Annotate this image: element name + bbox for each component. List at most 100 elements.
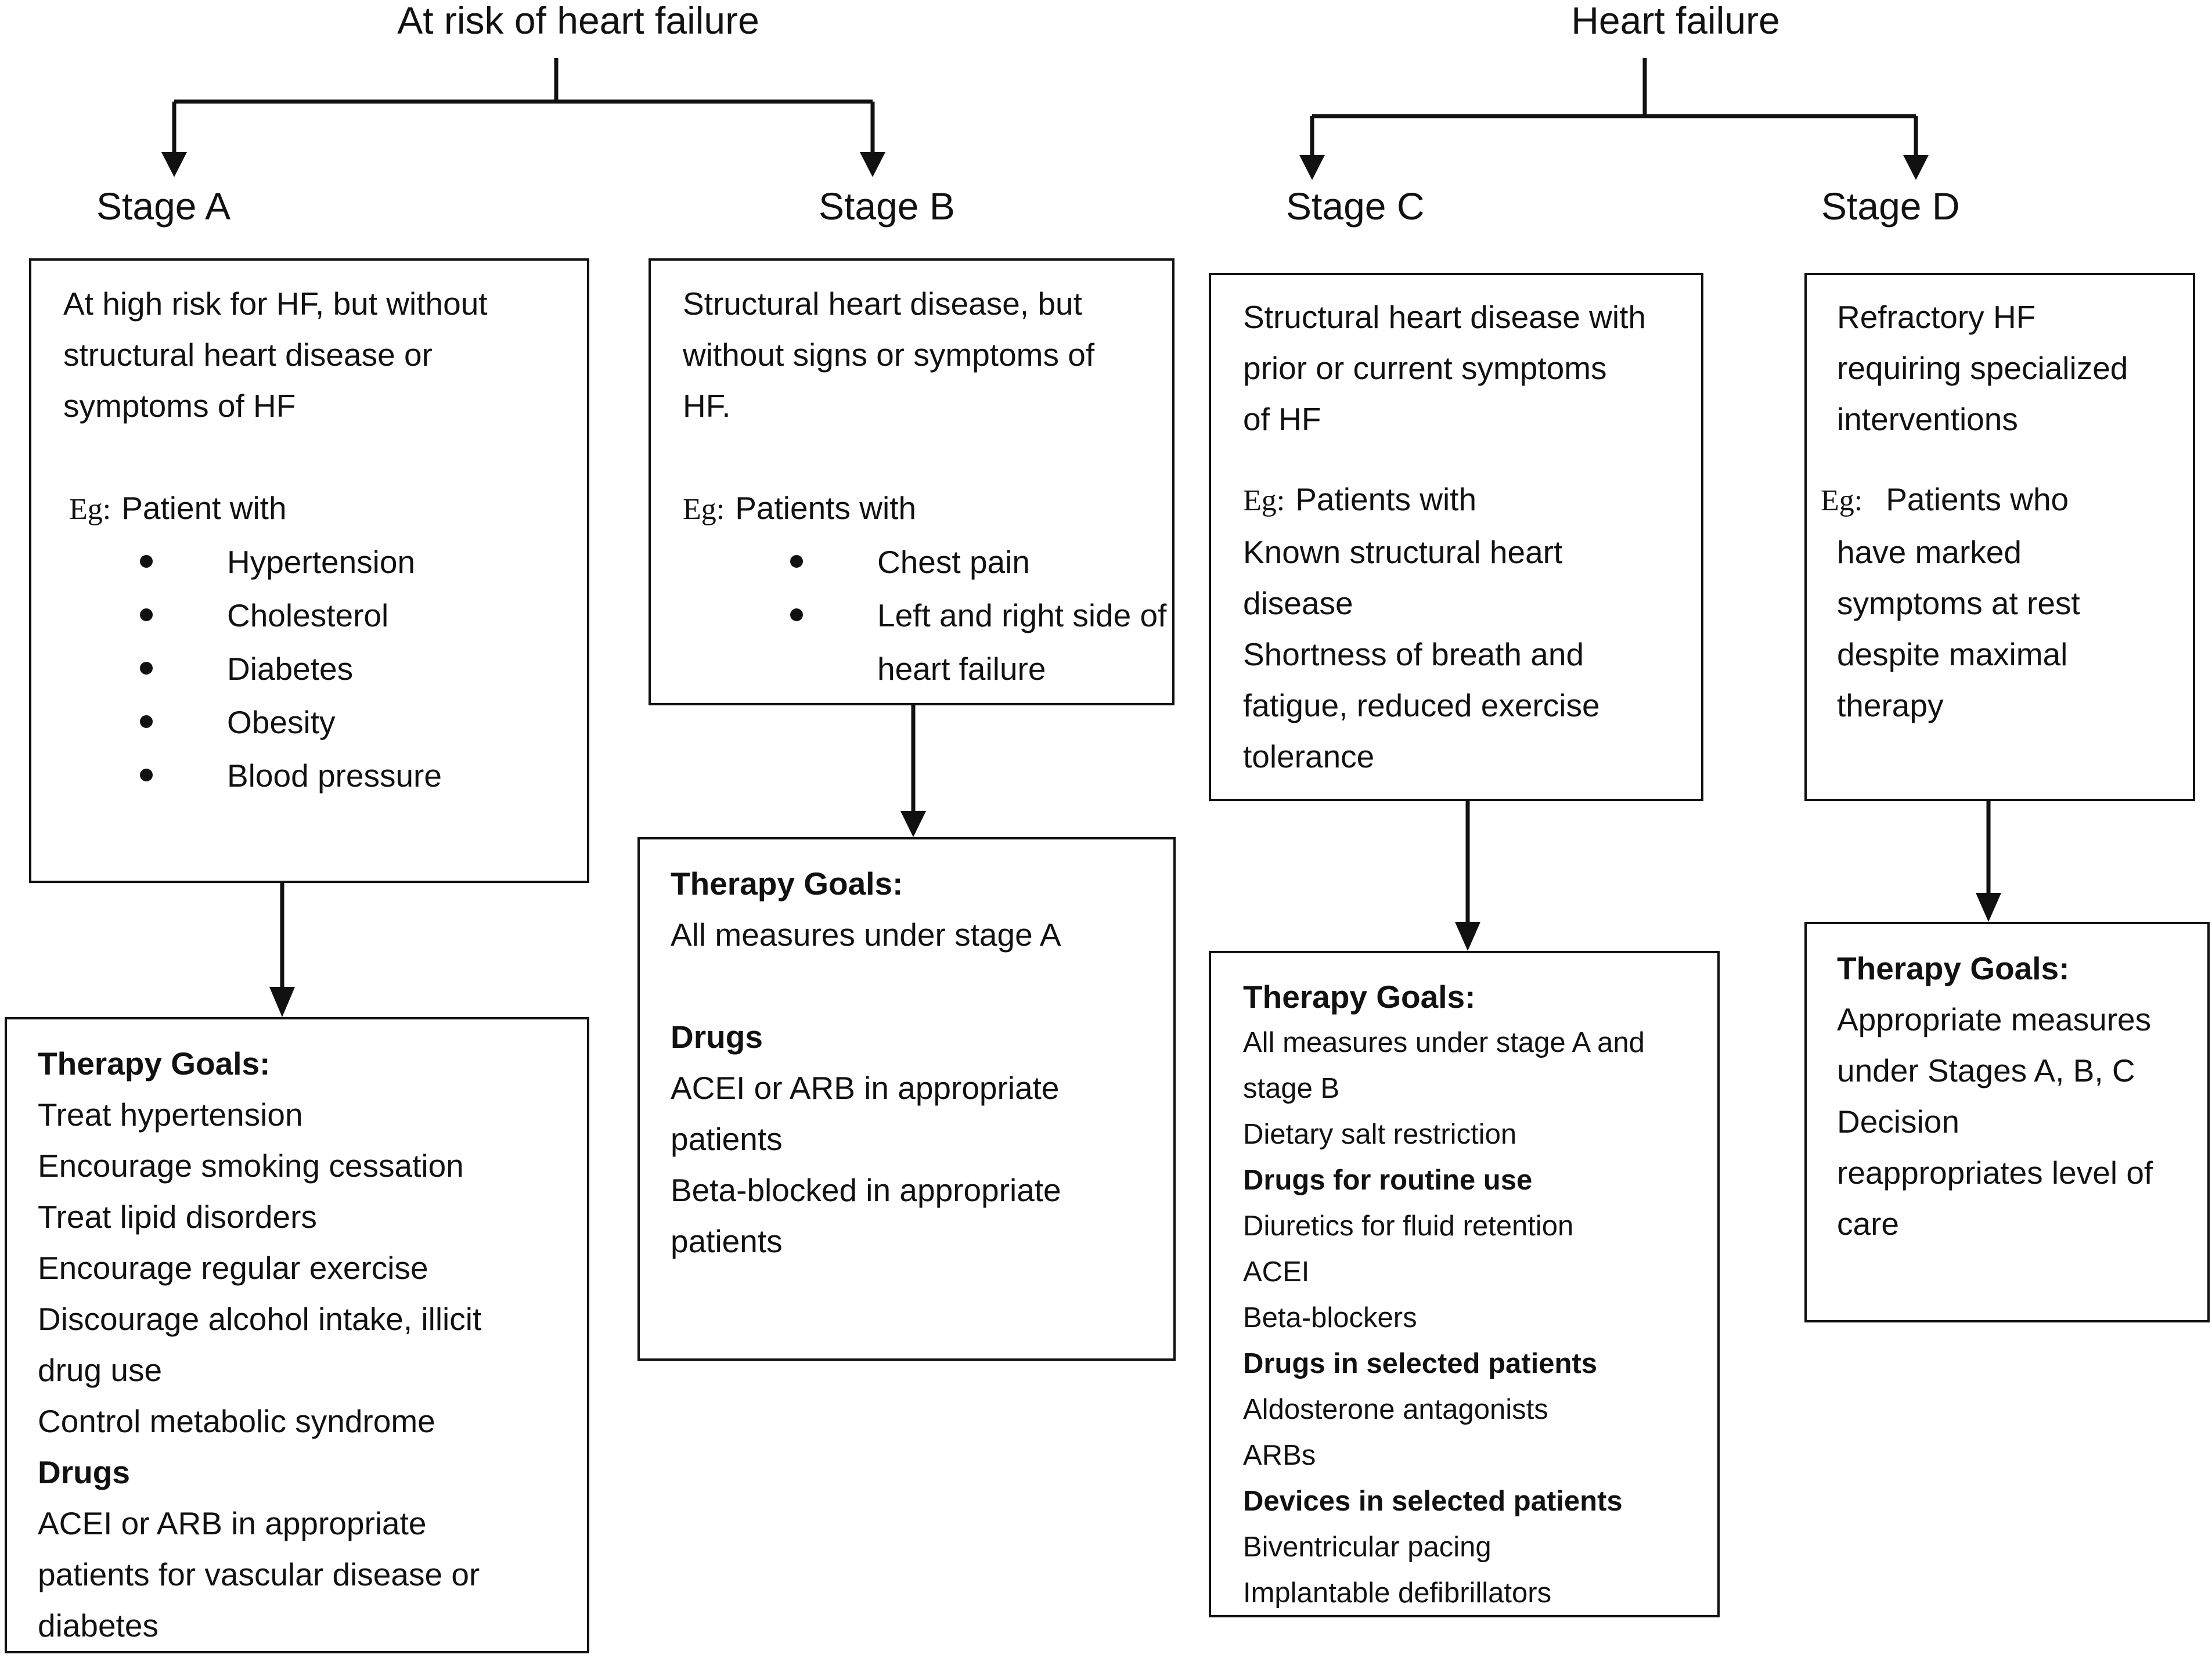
eg-text: Patients with: [1295, 481, 1477, 517]
arrowhead-a-therapy: [269, 987, 295, 1017]
stage-d-desc-line: requiring specialized: [1837, 350, 2128, 386]
therapy-goal-item: Dietary salt restriction: [1243, 1119, 1517, 1150]
drug-item: patients: [671, 1121, 783, 1157]
stage-d-desc-line: interventions: [1837, 401, 2018, 437]
therapy-goal-item: Discourage alcohol intake, illicit: [38, 1301, 482, 1337]
stage-c-desc-line: of HF: [1243, 401, 1321, 437]
stage-b-desc-line: Structural heart disease, but: [683, 286, 1082, 322]
stage-c-example-line: Shortness of breath and: [1243, 636, 1584, 672]
device-item: Biventricular pacing: [1243, 1531, 1492, 1563]
stage-b-desc-line: without signs or symptoms of: [683, 337, 1095, 373]
stage-c-desc-line: prior or current symptoms: [1243, 350, 1607, 386]
eg-text: Patients with: [735, 490, 917, 526]
stage-d-example-heading: Eg: Patients who: [1821, 474, 2193, 527]
stage-c-therapy-box: Therapy Goals: All measures under stage …: [1209, 951, 1720, 1617]
therapy-goal-item: Encourage regular exercise: [38, 1250, 428, 1286]
arrowhead-stage-a: [161, 152, 187, 177]
drug-item: Beta-blockers: [1243, 1302, 1417, 1333]
therapy-goal-item: stage B: [1243, 1073, 1340, 1104]
drug-item: diabetes: [38, 1607, 158, 1643]
stage-a-therapy-box: Therapy Goals: Treat hypertension Encour…: [5, 1017, 589, 1653]
arrowhead-stage-b: [860, 152, 885, 177]
list-item: Cholesterol: [140, 589, 587, 642]
eg-text: Patient with: [121, 490, 287, 526]
therapy-goal-item: Appropriate measures: [1837, 1001, 2152, 1037]
stage-d-example-line: despite maximal: [1837, 636, 2068, 672]
therapy-goal-item: All measures under stage A: [671, 917, 1061, 953]
stage-c-title: Stage C: [1286, 185, 1425, 228]
drug-item: ACEI or ARB in appropriate: [671, 1070, 1060, 1106]
stage-b-description-box: Structural heart disease, but without si…: [649, 258, 1175, 705]
stage-b-therapy-box: Therapy Goals: All measures under stage …: [637, 837, 1176, 1361]
drug-item: ACEI or ARB in appropriate: [38, 1505, 427, 1541]
drug-item: patients: [671, 1223, 783, 1259]
therapy-goal-item: Control metabolic syndrome: [38, 1403, 435, 1439]
arrowhead-stage-d: [1903, 155, 1929, 180]
stage-c-example-line: disease: [1243, 585, 1353, 621]
stage-d-desc-line: Refractory HF: [1837, 299, 2036, 335]
stage-b-example-heading: Eg: Patients with: [683, 482, 1172, 535]
stage-a-description-box: At high risk for HF, but without structu…: [29, 258, 589, 883]
stage-c-example-line: tolerance: [1243, 738, 1375, 774]
stage-d-example-line: therapy: [1837, 687, 1944, 723]
drug-item: ARBs: [1243, 1440, 1316, 1471]
stage-a-desc-line: structural heart disease or: [63, 337, 433, 373]
stage-d-therapy-box: Therapy Goals: Appropriate measures unde…: [1804, 922, 2210, 1322]
drug-item: ACEI: [1243, 1256, 1310, 1288]
arrowhead-d-therapy: [1976, 893, 2001, 922]
list-item: Hypertension: [140, 535, 587, 589]
therapy-goal-item: drug use: [38, 1352, 163, 1388]
therapy-goal-item: care: [1837, 1206, 1899, 1242]
stage-b-title: Stage B: [819, 185, 955, 228]
drug-item: Aldosterone antagonists: [1243, 1394, 1548, 1425]
therapy-goals-heading: Therapy Goals:: [38, 1046, 271, 1082]
group-title-at-risk: At risk of heart failure: [397, 0, 759, 42]
drug-item: patients for vascular disease or: [38, 1556, 480, 1592]
list-item: Diabetes: [140, 642, 587, 695]
arrowhead-stage-c: [1299, 155, 1325, 180]
stage-d-description-box: Refractory HF requiring specialized inte…: [1804, 273, 2195, 801]
routine-drugs-heading: Drugs for routine use: [1243, 1165, 1533, 1196]
list-item: Obesity: [140, 695, 587, 749]
stage-b-desc-line: HF.: [683, 388, 731, 424]
drug-item: Diuretics for fluid retention: [1243, 1210, 1574, 1242]
selected-drugs-heading: Drugs in selected patients: [1243, 1348, 1597, 1379]
stage-c-description-box: Structural heart disease with prior or c…: [1209, 273, 1703, 801]
list-item: Blood pressure: [140, 749, 587, 802]
therapy-goal-item: All measures under stage A and: [1243, 1027, 1645, 1058]
therapy-goals-heading: Therapy Goals:: [1243, 979, 1476, 1015]
eg-label: Eg:: [1821, 484, 1863, 517]
selected-devices-heading: Devices in selected patients: [1243, 1486, 1623, 1517]
therapy-goal-item: Encourage smoking cessation: [38, 1148, 464, 1184]
stage-c-example-heading: Eg:Patients with: [1243, 474, 1701, 527]
drugs-heading: Drugs: [38, 1454, 130, 1490]
therapy-goal-item: under Stages A, B, C: [1837, 1053, 2135, 1088]
therapy-goal-item: Decision: [1837, 1104, 1959, 1140]
stage-d-example-line: symptoms at rest: [1837, 585, 2080, 621]
drug-item: Beta-blocked in appropriate: [671, 1172, 1061, 1208]
stage-c-example-line: Known structural heart: [1243, 534, 1563, 570]
eg-label: Eg:: [69, 493, 111, 526]
stage-a-desc-line: symptoms of HF: [63, 388, 296, 424]
drugs-heading: Drugs: [671, 1019, 763, 1055]
eg-text: Patients who: [1886, 481, 2069, 517]
eg-label: Eg:: [683, 493, 725, 526]
stage-c-desc-line: Structural heart disease with: [1243, 299, 1646, 335]
group-title-heart-failure: Heart failure: [1571, 0, 1780, 42]
arrowhead-c-therapy: [1455, 922, 1480, 951]
list-item: Chest pain: [790, 535, 1172, 589]
stage-a-title: Stage A: [96, 185, 231, 228]
therapy-goal-item: Treat lipid disorders: [38, 1199, 317, 1235]
device-item: Implantable defibrillators: [1243, 1577, 1552, 1609]
stage-d-title: Stage D: [1821, 185, 1960, 228]
stage-a-example-list: Hypertension Cholesterol Diabetes Obesit…: [140, 535, 587, 802]
therapy-goal-item: Treat hypertension: [38, 1097, 303, 1133]
therapy-goal-item: reappropriates level of: [1837, 1155, 2153, 1191]
stage-c-example-line: fatigue, reduced exercise: [1243, 687, 1600, 723]
stage-a-desc-line: At high risk for HF, but without: [63, 286, 488, 322]
therapy-goals-heading: Therapy Goals:: [1837, 950, 2070, 986]
therapy-goals-heading: Therapy Goals:: [671, 866, 903, 902]
